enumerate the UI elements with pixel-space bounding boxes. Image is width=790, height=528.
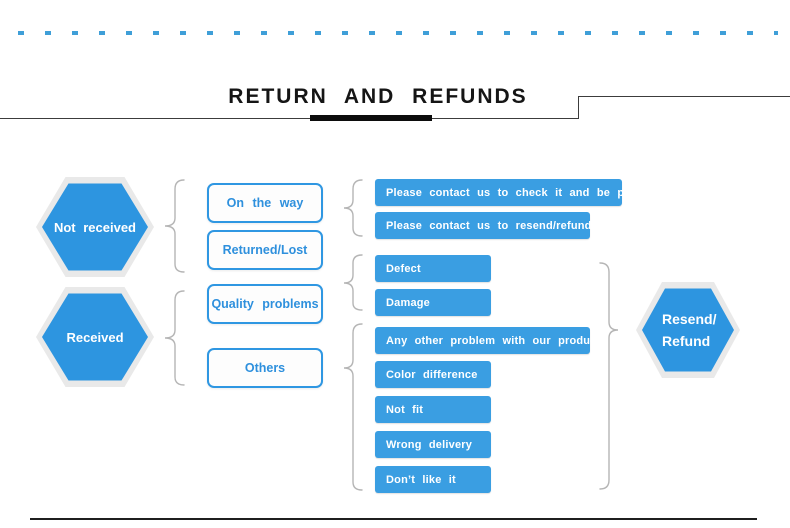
leaf-box-color-difference: Color difference [375, 361, 491, 388]
leaf-box-check-patient: Please contact us to check it and be pat… [375, 179, 655, 206]
top-dashed-divider [18, 31, 778, 35]
leaf-box-wrong-delivery: Wrong delivery [375, 431, 491, 458]
page-title: RETURN AND REFUNDS [228, 85, 528, 108]
title-underline-bar [310, 115, 432, 121]
result-label-line2: Refund [662, 333, 711, 349]
leaf-box-damage: Damage [375, 289, 491, 316]
bottom-divider [30, 518, 757, 520]
brace-result [599, 262, 619, 490]
leaf-box-defect: Defect [375, 255, 491, 282]
brace-received [164, 290, 185, 386]
brace-not-received [164, 179, 185, 273]
leaf-box-any-other-problem: Any other problem with our products [375, 327, 607, 354]
leaf-box-dont-like-it: Don’t like it [375, 466, 491, 493]
leaf-box-not-fit: Not fit [375, 396, 491, 423]
leaf-box-resend-refund: Please contact us to resend/refund [375, 212, 591, 239]
brace-on-the-way [343, 179, 363, 237]
hexagon-not-received: Not received [36, 177, 154, 277]
hexagon-resend-refund: Resend/ Refund [636, 282, 740, 378]
category-box-returned-lost: Returned/Lost [207, 230, 323, 270]
category-box-on-the-way: On the way [207, 183, 323, 223]
category-box-others: Others [207, 348, 323, 388]
brace-others [343, 323, 363, 491]
hexagon-shape [36, 287, 154, 387]
hexagon-label: Received [66, 329, 124, 345]
hexagon-shape [636, 282, 740, 378]
title-rule-right [578, 96, 790, 97]
hexagon-received: Received [36, 287, 154, 387]
hexagon-shape [36, 177, 154, 277]
title-rule-step [578, 96, 579, 119]
hexagon-label: Resend/ Refund [636, 282, 740, 378]
title-rule-left [0, 118, 578, 119]
result-label-line1: Resend/ [662, 311, 717, 327]
category-box-quality-problems: Quality problems [207, 284, 323, 324]
brace-quality-problems [343, 254, 363, 311]
hexagon-label: Not received [53, 219, 137, 235]
